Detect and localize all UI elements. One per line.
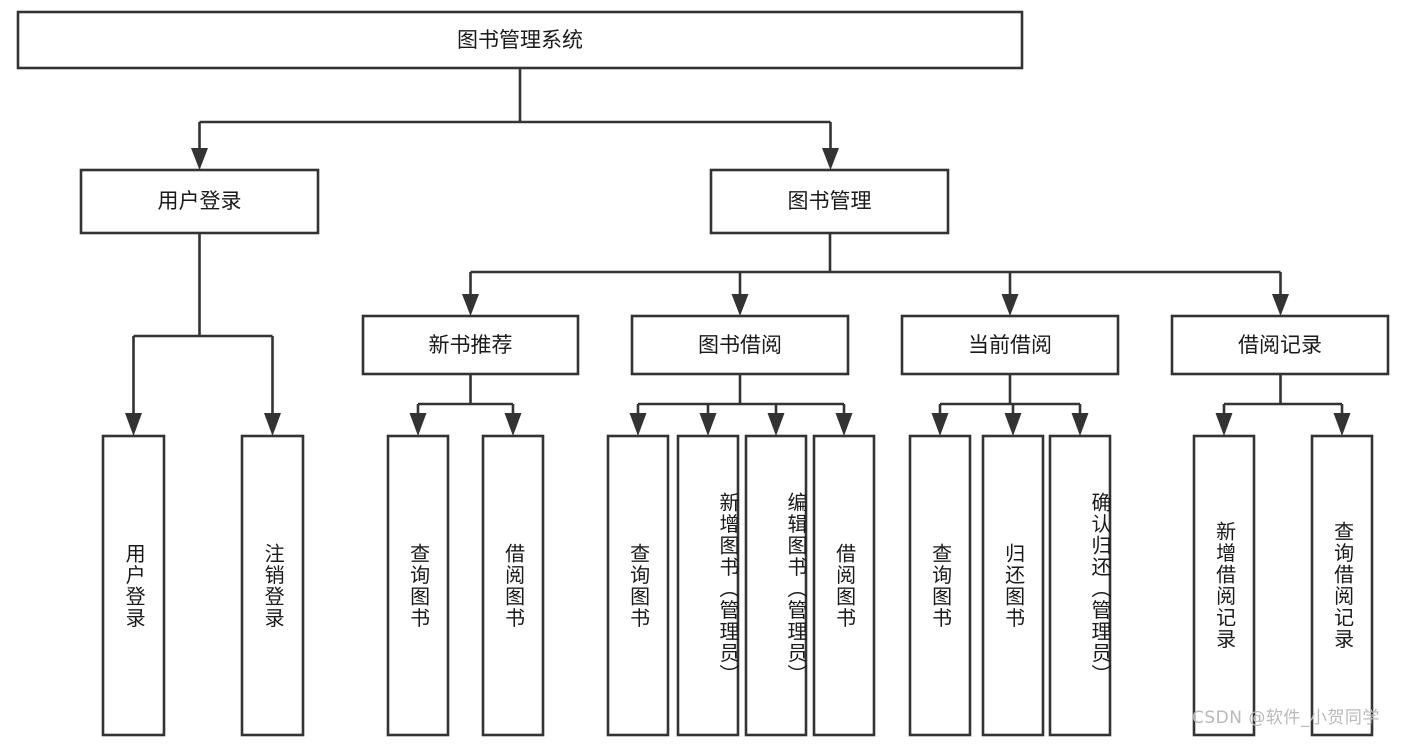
arrowhead-leaf-logout	[264, 413, 281, 436]
arrowhead-leaf-borrow-book-b	[835, 413, 853, 436]
node-box-book-manage[interactable]	[709, 168, 950, 235]
arrowhead-leaf-add-record	[1215, 413, 1233, 436]
arrowhead-leaf-query-record	[1333, 413, 1351, 436]
node-label-book-manage: 图书管理	[788, 189, 872, 213]
node-box-borrow-record[interactable]	[1170, 314, 1390, 376]
arrowhead-leaf-confirm-return	[1071, 413, 1089, 436]
connectors-root-to-level2	[191, 68, 839, 170]
connectors-currentborrow-to-leaves	[931, 374, 1089, 436]
arrowhead-book-borrow	[731, 294, 749, 316]
leaf-box-add-book-admin[interactable]	[676, 434, 740, 737]
arrowhead-leaf-query-book-b	[629, 413, 647, 436]
leaf-box-borrow-book-a[interactable]	[481, 434, 545, 737]
node-label-user-login: 用户登录	[158, 189, 242, 213]
node-box-new-book-recommend[interactable]	[361, 314, 580, 376]
arrowhead-book-manage	[822, 148, 839, 170]
leaf-box-user-login[interactable]	[101, 434, 166, 737]
arrowhead-user-login	[191, 148, 208, 170]
arrowhead-leaf-query-book-c	[931, 413, 949, 436]
leaf-box-confirm-return-admin[interactable]	[1048, 434, 1112, 737]
leaf-box-query-borrow-record[interactable]	[1310, 434, 1374, 737]
node-box-user-login[interactable]	[79, 168, 320, 235]
arrowhead-leaf-add-book	[699, 413, 717, 436]
node-box-current-borrow[interactable]	[900, 314, 1120, 376]
node-label-book-borrow: 图书借阅	[698, 333, 782, 357]
leaf-box-return-book[interactable]	[981, 434, 1045, 737]
node-box-root[interactable]	[16, 10, 1024, 70]
leaf-box-borrow-book-b[interactable]	[812, 434, 876, 737]
connectors-bookmanage-to-level3	[462, 233, 1289, 316]
node-label-borrow-record: 借阅记录	[1238, 333, 1322, 357]
leaf-box-edit-book-admin[interactable]	[744, 434, 808, 737]
connectors-borrowrecord-to-leaves	[1215, 374, 1351, 436]
node-label-current-borrow: 当前借阅	[968, 333, 1052, 357]
leaf-box-add-borrow-record[interactable]	[1192, 434, 1256, 737]
csdn-watermark: CSDN @软件_小贺同学	[1192, 708, 1380, 728]
connectors-userlogin-to-leaves	[125, 233, 281, 436]
arrowhead-new-book	[462, 294, 479, 316]
arrowhead-leaf-query-book-a	[409, 413, 427, 436]
arrowhead-borrow-record	[1272, 294, 1289, 316]
leaf-box-logout[interactable]	[240, 434, 305, 737]
leaf-box-query-book-a[interactable]	[386, 434, 450, 737]
arrowhead-leaf-edit-book	[767, 413, 785, 436]
node-box-book-borrow[interactable]	[630, 314, 850, 376]
connectors-newbook-to-leaves	[409, 374, 522, 436]
arrowhead-current-borrow	[1001, 294, 1019, 316]
arrowhead-leaf-borrow-book-a	[504, 413, 522, 436]
leaf-box-query-book-c[interactable]	[908, 434, 972, 737]
arrowhead-leaf-user-login	[125, 413, 142, 436]
connectors-bookborrow-to-leaves	[629, 374, 853, 436]
node-label-root: 图书管理系统	[457, 28, 583, 52]
arrowhead-leaf-return-book	[1004, 413, 1022, 436]
node-label-new-book-recommend: 新书推荐	[429, 333, 513, 357]
leaf-box-query-book-b[interactable]	[606, 434, 670, 737]
